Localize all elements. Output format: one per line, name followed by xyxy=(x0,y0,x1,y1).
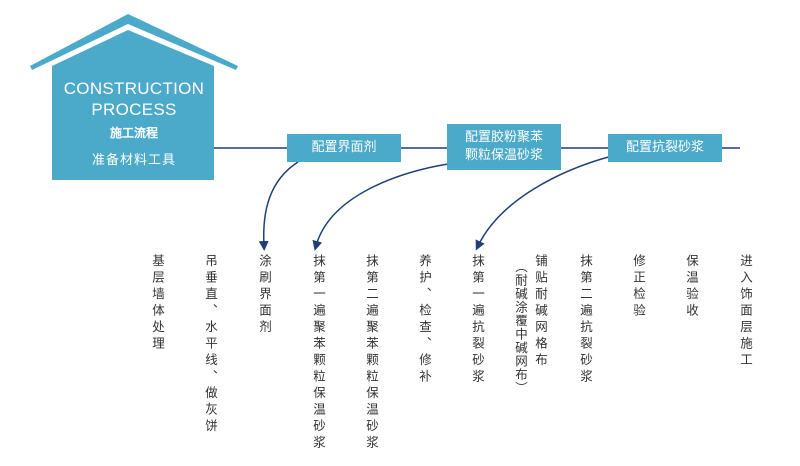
house-subtitle: 施工流程 xyxy=(109,126,158,140)
arrow-to-first-crack-resistant xyxy=(475,155,613,251)
step-prepare-crack-resistant-mortar: 配置抗裂砂浆 xyxy=(608,134,722,162)
process-step-acceptance: 保温验收 xyxy=(684,254,699,320)
process-step-correct-inspect: 修正检验 xyxy=(631,254,646,320)
process-step-mesh-line1: 铺贴耐碱网格布 xyxy=(533,254,548,370)
house-title-line1: CONSTRUCTION xyxy=(63,79,205,98)
process-step-first-crack-resistant: 抹第一遍抗裂砂浆 xyxy=(470,254,485,386)
house-tools-label: 准备材料工具 xyxy=(91,153,176,168)
house-icon xyxy=(30,14,238,180)
process-step-first-insulation: 抹第一遍聚苯颗粒保温砂浆 xyxy=(311,254,326,452)
process-step-cure-check: 养护、检查、修补 xyxy=(417,254,432,386)
process-step-coat-interface: 涂刷界面剂 xyxy=(257,254,272,337)
process-step-plumb-lines: 吊垂直、水平线、做灰饼 xyxy=(203,254,218,436)
house-title-line2: PROCESS xyxy=(91,100,177,119)
step-label: 配置抗裂砂浆 xyxy=(625,140,704,155)
process-step-finish-layer: 进入饰面层施工 xyxy=(738,254,753,370)
process-step-second-insulation: 抹第二遍聚苯颗粒保温砂浆 xyxy=(364,254,379,452)
step-label-line2: 颗粒保温砂浆 xyxy=(464,148,543,163)
arrow-to-coat-interface xyxy=(258,161,299,251)
step-label: 配置界面剂 xyxy=(311,140,377,155)
step-label-line1: 配置胶粉聚苯 xyxy=(464,130,543,145)
step-prepare-insulation-mortar: 配置胶粉聚苯 颗粒保温砂浆 xyxy=(447,124,561,170)
process-step-mesh-line2: （耐碱涂覆中碱网布） xyxy=(513,260,528,395)
process-step-base-wall: 基层墙体处理 xyxy=(150,254,165,353)
process-step-second-crack-resistant: 抹第二遍抗裂砂浆 xyxy=(578,254,593,386)
step-prepare-interface-agent: 配置界面剂 xyxy=(287,134,401,162)
arrow-to-first-insulation xyxy=(312,163,449,251)
